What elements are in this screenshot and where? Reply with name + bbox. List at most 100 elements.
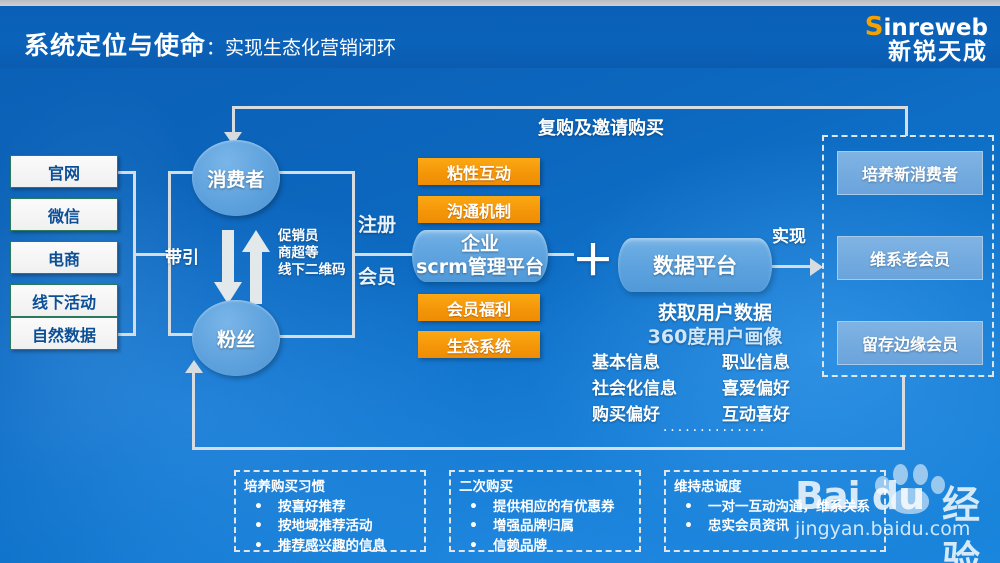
return-loop-arrowhead bbox=[185, 360, 203, 373]
node-consumer[interactable]: 消费者 bbox=[192, 140, 280, 216]
bottom-panel-loyalty: 维持忠诚度 一对一互动沟通，维系关系 忠实会员资讯 bbox=[664, 470, 886, 552]
node-consumer-label: 消费者 bbox=[207, 168, 265, 191]
feature-label: 生态系统 bbox=[446, 336, 511, 356]
source-box-wechat[interactable]: 微信 bbox=[10, 198, 118, 231]
watermark-cn: 经验 bbox=[942, 483, 981, 563]
bidirectional-conversion-arrows bbox=[214, 230, 270, 304]
source-label: 微信 bbox=[47, 206, 80, 226]
data-attribute: 社会化信息 bbox=[592, 379, 677, 399]
source-label: 官网 bbox=[47, 163, 80, 183]
feedback-loop-horizontal bbox=[232, 106, 907, 109]
source-label: 线下活动 bbox=[31, 292, 96, 312]
feedback-loop-right-drop bbox=[905, 106, 908, 136]
feature-label: 会员福利 bbox=[446, 299, 511, 319]
return-loop-right-vertical bbox=[902, 377, 905, 450]
logo-chinese-name: 新锐天成 bbox=[888, 39, 988, 65]
list-item: 忠实会员资讯 bbox=[684, 516, 878, 537]
list-item: 推荐感兴趣的信息 bbox=[254, 536, 418, 557]
list-item: 增强品牌归属 bbox=[469, 516, 633, 537]
data-attribute: 基本信息 bbox=[592, 353, 660, 373]
node-data-platform[interactable]: 数据平台 bbox=[618, 238, 772, 292]
scrm-to-plus-line bbox=[548, 253, 574, 256]
source-bus-out bbox=[133, 253, 171, 256]
scrm-line2: scrm管理平台 bbox=[416, 256, 544, 278]
data-attribute: 购买偏好 bbox=[592, 405, 660, 425]
label-channel: 促销员 商超等 线下二维码 bbox=[278, 228, 346, 279]
feature-label: 粘性互动 bbox=[446, 163, 511, 183]
list-item: 按喜好推荐 bbox=[254, 497, 418, 518]
fans-to-member bbox=[275, 335, 355, 338]
label-channel-line2: 商超等 bbox=[278, 244, 319, 261]
data-attribute: 互动喜好 bbox=[722, 405, 790, 425]
page-title-separator: ： bbox=[206, 37, 226, 59]
outcome-label: 培养新消费者 bbox=[861, 165, 958, 184]
bottom-panel-title: 维持忠诚度 bbox=[674, 479, 742, 495]
label-attract: 带引 bbox=[165, 248, 199, 268]
feature-box-ecosystem[interactable]: 生态系统 bbox=[418, 331, 540, 358]
feature-box-communication[interactable]: 沟通机制 bbox=[418, 196, 540, 223]
label-repurchase: 复购及邀请购买 bbox=[538, 118, 664, 139]
page-title-main: 系统定位与使命 bbox=[24, 31, 207, 60]
feedback-loop-left-drop bbox=[232, 106, 235, 134]
company-logo: Sinreweb 新锐天成 bbox=[828, 14, 988, 68]
logo-wordmark: Sinreweb bbox=[828, 14, 988, 40]
outcome-box-edge-members[interactable]: 留存边缘会员 bbox=[837, 321, 983, 365]
label-member: 会员 bbox=[358, 266, 397, 288]
scrm-input-line bbox=[352, 253, 414, 256]
entry-to-consumer bbox=[168, 171, 200, 174]
bottom-panel-list: 提供相应的有优惠券 增强品牌归属 信赖品牌 bbox=[459, 497, 633, 557]
logo-s-icon: S bbox=[864, 12, 884, 42]
data-attribute: 喜爱偏好 bbox=[722, 379, 790, 399]
bottom-panel-list: 按喜好推荐 按地域推荐活动 推荐感兴趣的信息 bbox=[244, 497, 418, 557]
outcome-box-retain-members[interactable]: 维系老会员 bbox=[837, 236, 983, 280]
node-scrm-platform[interactable]: 企业 scrm管理平台 bbox=[412, 230, 548, 282]
plus-sign-icon: ＋ bbox=[572, 236, 615, 285]
outcome-label: 维系老会员 bbox=[869, 250, 950, 269]
list-item: 提供相应的有优惠券 bbox=[469, 497, 633, 518]
logo-name: inreweb bbox=[883, 15, 988, 41]
bottom-panel-title: 二次购买 bbox=[459, 479, 513, 495]
page-title: 系统定位与使命：实现生态化营销闭环 bbox=[24, 26, 396, 62]
entry-bus-vertical bbox=[168, 171, 171, 336]
list-item: 信赖品牌 bbox=[469, 536, 633, 557]
label-realize: 实现 bbox=[772, 227, 806, 247]
feature-box-sticky-interaction[interactable]: 粘性互动 bbox=[418, 158, 540, 185]
page-title-sub: 实现生态化营销闭环 bbox=[225, 37, 397, 59]
data-platform-label: 数据平台 bbox=[653, 254, 737, 278]
return-loop-left-vertical bbox=[192, 372, 195, 447]
top-bar bbox=[0, 0, 1000, 6]
source-line-1 bbox=[118, 171, 136, 174]
source-label: 自然数据 bbox=[31, 325, 96, 345]
consumer-to-register bbox=[275, 171, 355, 174]
bottom-panel-buying-habit: 培养购买习惯 按喜好推荐 按地域推荐活动 推荐感兴趣的信息 bbox=[234, 470, 426, 556]
data-platform-head1: 获取用户数据 bbox=[657, 302, 772, 324]
bottom-panel-title: 培养购买习惯 bbox=[244, 479, 325, 495]
bottom-panel-list: 一对一互动沟通，维系关系 忠实会员资讯 bbox=[674, 497, 878, 537]
platform-to-outcomes-arrowhead bbox=[810, 258, 823, 276]
entry-to-fans bbox=[168, 333, 200, 336]
platform-to-outcomes-line bbox=[772, 265, 814, 268]
label-channel-line1: 促销员 bbox=[278, 228, 319, 244]
scrm-line1: 企业 bbox=[460, 233, 499, 256]
list-item: 按地域推荐活动 bbox=[254, 516, 418, 537]
data-platform-ellipsis: ·············· bbox=[662, 423, 768, 439]
slide-header: 系统定位与使命：实现生态化营销闭环 Sinreweb 新锐天成 bbox=[0, 6, 1000, 68]
source-label: 电商 bbox=[47, 249, 80, 269]
feature-box-member-benefits[interactable]: 会员福利 bbox=[418, 294, 540, 321]
data-platform-attribute-grid: 基本信息 职业信息 社会化信息 喜爱偏好 购买偏好 互动喜好 bbox=[592, 348, 832, 425]
label-register: 注册 bbox=[358, 214, 397, 236]
source-box-website[interactable]: 官网 bbox=[10, 155, 118, 188]
return-loop-horizontal bbox=[192, 447, 905, 450]
node-fans-label: 粉丝 bbox=[216, 328, 255, 351]
data-platform-head2: 360度用户画像 bbox=[647, 326, 783, 348]
bottom-panel-second-purchase: 二次购买 提供相应的有优惠券 增强品牌归属 信赖品牌 bbox=[449, 470, 641, 556]
node-fans[interactable]: 粉丝 bbox=[192, 300, 280, 376]
list-item: 一对一互动沟通，维系关系 bbox=[684, 497, 878, 518]
source-box-offline-event[interactable]: 线下活动 bbox=[10, 284, 118, 317]
source-box-natural-data[interactable]: 自然数据 bbox=[10, 317, 118, 350]
outcome-box-new-consumers[interactable]: 培养新消费者 bbox=[837, 151, 983, 195]
label-channel-line3: 线下二维码 bbox=[278, 261, 346, 278]
source-line-5 bbox=[118, 333, 136, 336]
source-box-ecommerce[interactable]: 电商 bbox=[10, 241, 118, 274]
